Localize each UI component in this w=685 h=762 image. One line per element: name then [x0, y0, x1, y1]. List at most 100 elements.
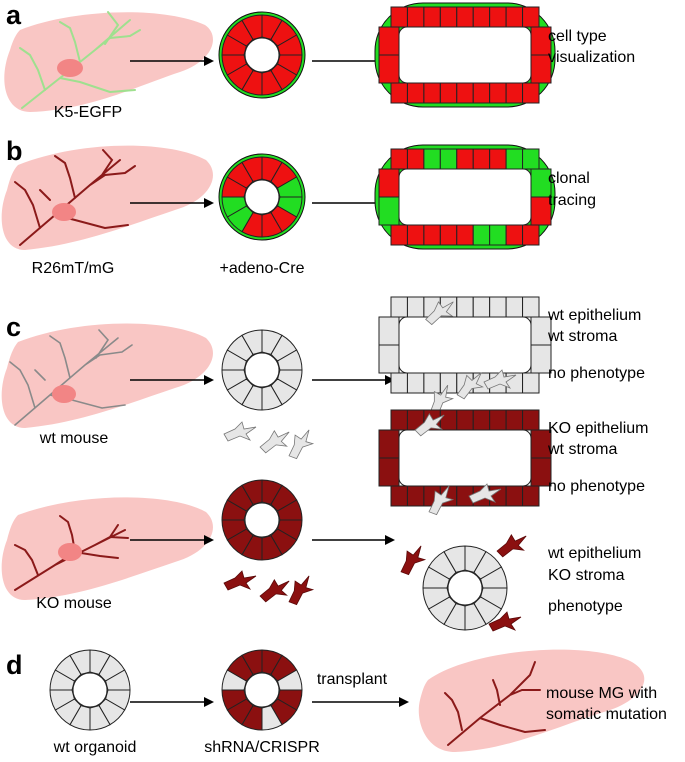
- epithelial-cell: [489, 148, 507, 170]
- outcome2-phenotype: no phenotype: [548, 478, 645, 495]
- organoid-c-outcome3: [422, 545, 508, 631]
- outcome1-line-2: wt stroma: [547, 328, 617, 345]
- shrna-crispr-label: shRNA/CRISPR: [204, 739, 320, 756]
- duct-tree-b: [14, 149, 136, 246]
- stromal-cell: [456, 372, 484, 400]
- epithelial-cell: [390, 372, 408, 394]
- epithelial-cell: [378, 168, 400, 198]
- lumen: [244, 352, 280, 388]
- stromal-cell: [414, 413, 445, 437]
- result-a-line-2: visualization: [548, 49, 635, 66]
- epithelial-cell: [456, 224, 474, 246]
- ko-mouse-label: KO mouse: [36, 595, 112, 612]
- epithelial-cell: [423, 82, 441, 104]
- epithelial-cell: [472, 82, 491, 104]
- epithelial-cell: [378, 54, 400, 84]
- epithelial-cell: [489, 82, 507, 104]
- epithelial-cell: [522, 82, 540, 104]
- stromal-cell: [496, 534, 527, 558]
- stromal-cell: [223, 570, 257, 591]
- duct-tree-d: [444, 661, 546, 746]
- stroma-cells-c-outcome2: [414, 413, 502, 516]
- transplant-label: transplant: [317, 671, 388, 688]
- epithelial-cell: [522, 409, 540, 431]
- outcome3-phenotype: phenotype: [548, 598, 623, 615]
- epithelial-cell: [439, 409, 458, 431]
- epithelial-cell: [472, 409, 491, 431]
- epithelial-cell: [505, 224, 524, 246]
- epithelial-cell: [439, 148, 458, 170]
- epithelial-cell: [489, 409, 507, 431]
- epithelial-cell: [522, 224, 540, 246]
- lumen: [398, 429, 532, 487]
- epithelial-cell: [390, 148, 408, 170]
- stromal-cell: [428, 485, 455, 516]
- wt-organoid-label: wt organoid: [53, 739, 137, 756]
- k5-egfp-label: K5-EGFP: [54, 104, 122, 121]
- epithelial-cell: [423, 372, 441, 394]
- epithelial-cell: [390, 485, 408, 507]
- lumen: [398, 316, 532, 374]
- result-d-line-2: somatic mutation: [546, 706, 667, 723]
- epithelial-cell: [378, 316, 400, 346]
- fat-pad-c-ko: [1, 497, 213, 600]
- lumen: [398, 168, 532, 226]
- lumen: [244, 37, 280, 73]
- epithelial-cell: [522, 485, 540, 507]
- epithelial-cell: [505, 409, 524, 431]
- epithelial-cell: [522, 6, 540, 28]
- lumen: [447, 570, 483, 606]
- lymph-node-c-ko: [58, 543, 82, 561]
- epithelial-cell: [472, 148, 491, 170]
- organoid-a-elongated: [374, 2, 556, 108]
- outcome3-line-1: wt epithelium: [547, 545, 641, 562]
- epithelial-cell: [406, 296, 425, 318]
- stroma-cells-c-ko: [223, 570, 315, 606]
- epithelial-cell: [505, 485, 524, 507]
- lumen: [72, 672, 108, 708]
- lymph-node-c-wt: [52, 385, 76, 403]
- organoid-d-wt: [49, 649, 131, 731]
- organoid-c-outcome2: [378, 409, 552, 507]
- panel-d: d wt organoid shRNA/CRISPR transplant mo…: [6, 649, 667, 756]
- epithelial-cell: [406, 485, 425, 507]
- epithelial-cell: [390, 224, 408, 246]
- panel-a: a K5-EGFP cell type visualization: [4, 0, 635, 121]
- epithelial-cell: [505, 82, 524, 104]
- stromal-cell: [468, 483, 502, 504]
- organoid-c-outcome1: [378, 296, 552, 394]
- epithelial-cell: [406, 224, 425, 246]
- epithelial-cell: [439, 82, 458, 104]
- outcome3-line-2: KO stroma: [548, 567, 625, 584]
- epithelial-cell: [439, 224, 458, 246]
- outcome1-phenotype: no phenotype: [548, 365, 645, 382]
- epithelial-cell: [456, 409, 474, 431]
- epithelial-cell: [522, 148, 540, 170]
- organoid-c-ko: [221, 479, 303, 561]
- epithelial-cell: [390, 409, 408, 431]
- result-d-line-1: mouse MG with: [546, 685, 657, 702]
- fat-pad-a: [4, 12, 213, 112]
- epithelial-cell: [456, 296, 474, 318]
- result-a-line-1: cell type: [548, 28, 607, 45]
- adeno-cre-label: +adeno-Cre: [220, 260, 305, 277]
- outcome2-line-1: KO epithelium: [548, 420, 649, 437]
- r26-label: R26mT/mG: [32, 260, 115, 277]
- panel-d-label: d: [6, 650, 23, 680]
- fat-pad-b: [1, 145, 213, 250]
- wt-mouse-label: wt mouse: [39, 430, 109, 447]
- organoid-a-mid: [218, 11, 306, 99]
- lumen: [244, 672, 280, 708]
- stromal-cell: [483, 369, 517, 390]
- epithelial-cell: [472, 224, 491, 246]
- panel-b-label: b: [6, 136, 23, 166]
- epithelial-cell: [406, 372, 425, 394]
- epithelial-cell: [406, 6, 425, 28]
- stromal-cell: [288, 429, 315, 460]
- stroma-cells-c-wt: [223, 421, 315, 460]
- epithelial-cell: [456, 148, 474, 170]
- outcome2-line-2: wt stroma: [547, 441, 617, 458]
- panel-c-label: c: [6, 312, 21, 342]
- epithelial-cell: [489, 296, 507, 318]
- epithelial-cell: [439, 6, 458, 28]
